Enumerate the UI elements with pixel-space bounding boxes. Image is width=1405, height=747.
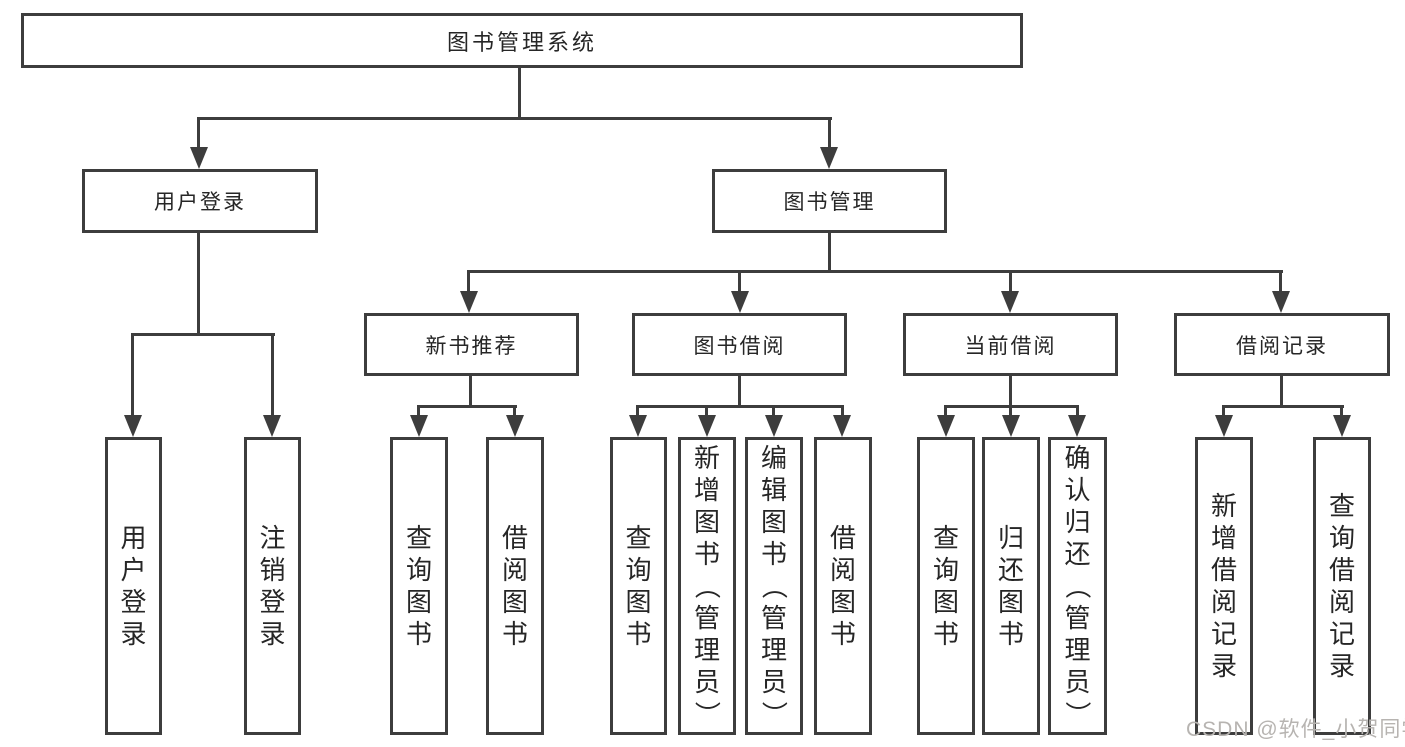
connector-line [467, 270, 470, 297]
arrowhead [698, 415, 716, 437]
leaf-current-confirm-return-admin-label: 确认归还（管理员） [1062, 443, 1093, 727]
connector-line [1009, 405, 1012, 419]
arrowhead [765, 415, 783, 437]
arrowhead [1002, 415, 1020, 437]
arrowhead [1215, 415, 1233, 437]
connector-line [1222, 405, 1344, 408]
leaf-current-return-books-label: 归还图书 [997, 523, 1024, 649]
arrowhead [190, 147, 208, 169]
leaf-borrow-add-books-admin: 新增图书（管理员） [678, 437, 736, 735]
arrowhead [410, 415, 428, 437]
leaf-logout-label: 注销登录 [259, 523, 286, 649]
node-new-book-recommend-label: 新书推荐 [425, 334, 518, 358]
leaf-user-login: 用户登录 [105, 437, 162, 735]
connector-line [131, 333, 275, 336]
leaf-records-query-record: 查询借阅记录 [1313, 437, 1371, 735]
connector-line [738, 376, 741, 408]
leaf-borrow-query-books: 查询图书 [610, 437, 667, 735]
node-current-borrow: 当前借阅 [903, 313, 1118, 376]
connector-line [1280, 376, 1283, 408]
connector-line [1279, 270, 1282, 297]
connector-line [705, 405, 708, 419]
node-new-book-recommend: 新书推荐 [364, 313, 579, 376]
connector-line [738, 270, 741, 297]
node-borrow-records: 借阅记录 [1174, 313, 1390, 376]
connector-line [828, 233, 831, 273]
connector-line [828, 117, 831, 150]
connector-line [417, 405, 517, 408]
arrowhead [1068, 415, 1086, 437]
node-current-borrow-label: 当前借阅 [964, 334, 1057, 358]
connector-line [197, 117, 832, 120]
connector-line [1009, 376, 1012, 408]
node-book-borrow: 图书借阅 [632, 313, 847, 376]
node-user-login: 用户登录 [82, 169, 318, 233]
node-root: 图书管理系统 [21, 13, 1023, 68]
arrowhead [1333, 415, 1351, 437]
leaf-user-login-label: 用户登录 [120, 523, 147, 649]
connector-line [197, 233, 200, 336]
arrowhead [731, 291, 749, 313]
connector-line [772, 405, 775, 419]
leaf-newbooks-query-books: 查询图书 [390, 437, 448, 735]
connector-line [518, 68, 521, 120]
leaf-borrow-edit-books-admin-label: 编辑图书（管理员） [759, 443, 789, 727]
arrowhead [460, 291, 478, 313]
leaf-newbooks-query-books-label: 查询图书 [405, 523, 432, 649]
leaf-borrow-borrow-books: 借阅图书 [814, 437, 872, 735]
csdn-watermark: CSDN @软件_小贺同学 [1186, 718, 1405, 741]
leaf-newbooks-borrow-books-label: 借阅图书 [501, 523, 528, 649]
connector-line [636, 405, 639, 419]
connector-line [1340, 405, 1343, 419]
leaf-current-query-books-label: 查询图书 [932, 523, 959, 649]
leaf-newbooks-borrow-books: 借阅图书 [486, 437, 544, 735]
leaf-logout: 注销登录 [244, 437, 301, 735]
connector-line [841, 405, 844, 419]
node-book-borrow-label: 图书借阅 [693, 334, 786, 358]
leaf-current-return-books: 归还图书 [982, 437, 1040, 735]
arrowhead [1001, 291, 1019, 313]
leaf-borrow-edit-books-admin: 编辑图书（管理员） [745, 437, 803, 735]
connector-line [271, 333, 274, 419]
arrowhead [937, 415, 955, 437]
leaf-borrow-add-books-admin-label: 新增图书（管理员） [692, 443, 722, 727]
arrowhead [629, 415, 647, 437]
connector-line [469, 376, 472, 408]
node-root-label: 图书管理系统 [446, 29, 597, 55]
leaf-borrow-query-books-label: 查询图书 [625, 523, 652, 649]
connector-line [636, 405, 844, 408]
leaf-current-query-books: 查询图书 [917, 437, 975, 735]
node-book-management: 图书管理 [712, 169, 947, 233]
arrowhead [506, 415, 524, 437]
leaf-borrow-borrow-books-label: 借阅图书 [829, 523, 856, 649]
connector-line [1009, 270, 1012, 297]
connector-line [513, 405, 516, 419]
connector-line [467, 270, 1283, 273]
leaf-records-query-record-label: 查询借阅记录 [1328, 491, 1355, 681]
node-user-login-label: 用户登录 [154, 191, 246, 214]
arrowhead [124, 415, 142, 437]
arrowhead [263, 415, 281, 437]
arrowhead [820, 147, 838, 169]
connector-line [197, 117, 200, 150]
arrowhead [1272, 291, 1290, 313]
connector-line [944, 405, 947, 419]
node-borrow-records-label: 借阅记录 [1236, 334, 1328, 358]
leaf-records-add-record: 新增借阅记录 [1195, 437, 1253, 735]
connector-line [131, 333, 134, 419]
arrowhead [833, 415, 851, 437]
connector-line [1222, 405, 1225, 419]
connector-line [1076, 405, 1079, 419]
leaf-current-confirm-return-admin: 确认归还（管理员） [1048, 437, 1107, 735]
leaf-records-add-record-label: 新增借阅记录 [1210, 491, 1237, 681]
node-book-management-label: 图书管理 [783, 191, 876, 214]
connector-line [417, 405, 420, 419]
